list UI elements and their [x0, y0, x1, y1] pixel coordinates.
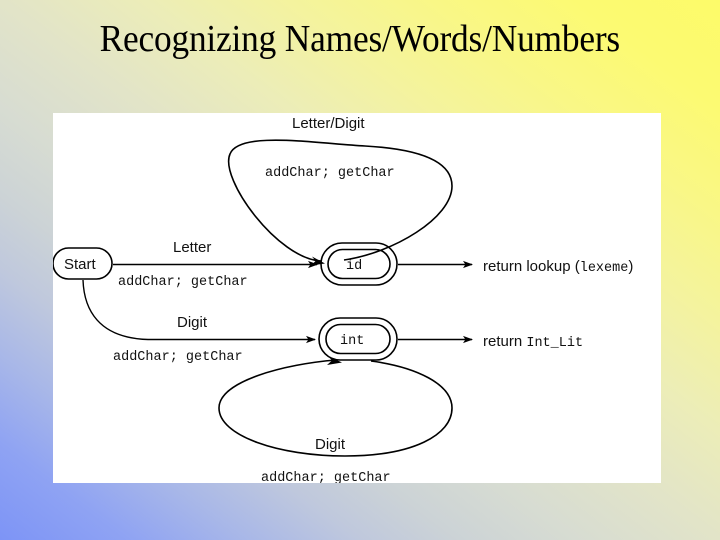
state-transition-diagram: Letter/Digit addChar; getChar Start Lett… [53, 115, 633, 483]
bottom-loop-condition-label: Digit [315, 436, 346, 453]
state-start-label: Start [64, 256, 97, 273]
state-start-shape [53, 247, 113, 280]
top-loop-condition-label: Letter/Digit [292, 115, 365, 132]
title-bar: Recognizing Names/Words/Numbers [0, 16, 720, 62]
diagram-panel: Letter/Digit addChar; getChar Start Lett… [53, 113, 661, 483]
page-title: Recognizing Names/Words/Numbers [99, 18, 621, 60]
output-id-suffix: ) [628, 258, 633, 275]
top-loop-action-label: addChar; getChar [265, 166, 395, 181]
digit-action-label: addChar; getChar [113, 350, 243, 365]
state-id-inner-shape [327, 248, 391, 280]
state-int-inner-shape [325, 323, 391, 355]
output-int-keyword: return [483, 333, 526, 350]
bottom-loop-arrowhead [327, 356, 342, 365]
output-id-value: lexeme [580, 261, 629, 276]
state-int-label: int [340, 334, 364, 349]
state-id-outer-shape [320, 242, 398, 286]
state-int-outer-shape [318, 317, 398, 361]
output-id-keyword: return lookup ( [483, 258, 580, 275]
bottom-self-loop-path [218, 359, 453, 457]
output-int-text: return Int_Lit [483, 333, 583, 351]
output-int-value: Int_Lit [526, 336, 583, 351]
digit-condition-label: Digit [177, 314, 208, 331]
output-id-text: return lookup (lexeme) [483, 258, 633, 276]
bottom-loop-action-label: addChar; getChar [261, 471, 391, 483]
edge-start-to-int [82, 279, 316, 344]
letter-action-label: addChar; getChar [118, 275, 248, 290]
letter-condition-label: Letter [173, 239, 211, 256]
top-self-loop-path [227, 139, 453, 262]
state-id-label: id [346, 259, 362, 274]
